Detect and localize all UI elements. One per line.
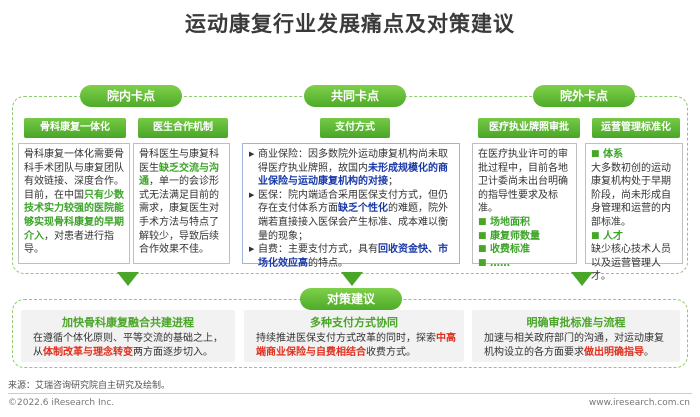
suggestion-approval-box: 明确审批标准与流程 加速与相关政府部门的沟通，对运动康复机构设立的各方面要求做出…: [472, 310, 680, 362]
payment-method-title: 支付方式: [320, 118, 390, 138]
doctor-cooperation-title: 医生合作机制: [138, 118, 228, 138]
down-arrow-icon: [117, 272, 139, 286]
footer-divider: [8, 393, 692, 394]
ops-standard-title: 运营管理标准化: [592, 118, 680, 138]
page-title: 运动康复行业发展痛点及对策建议: [185, 12, 515, 36]
ortho-rehab-title: 骨科康复一体化: [24, 118, 126, 138]
ops-standard-panel: 体系 大多数初创的运动康复机构处于早期阶段，尚未形成自身管理和运营的内部标准。 …: [585, 143, 683, 282]
payment-method-panel: 商业保险：因多数院外运动康复机构尚未取得医疗执业牌照，故国内未形成规模化的商业保…: [242, 143, 460, 269]
copyright: ©2022.6 iResearch Inc.: [8, 398, 115, 408]
source-note: 来源：艾瑞咨询研究院自主研究及绘制。: [8, 381, 171, 391]
approval-item: 康复师数量: [478, 230, 571, 244]
ortho-rehab-panel: 骨科康复一体化需要骨科手术团队与康复团队有效链接、深度合作。目前，在中国只有少数…: [18, 143, 130, 264]
talent-heading: 人才: [591, 230, 677, 244]
down-arrow-icon: [571, 272, 593, 286]
inner-hospital-header: 院内卡点: [80, 85, 182, 107]
license-approval-title: 医疗执业牌照审批: [478, 118, 580, 138]
down-arrow-icon: [341, 272, 363, 286]
approval-item: 收费标准: [478, 243, 571, 257]
website-url: www.iresearch.com.cn: [588, 398, 690, 408]
system-heading: 体系: [591, 148, 677, 162]
suggestion-payment-box: 多种支付方式协同 持续推进医保支付方式改革的同时，探索中高端商业保险与自费相结合…: [244, 310, 464, 362]
outer-hospital-header: 院外卡点: [533, 85, 635, 107]
suggestions-header: 对策建议: [300, 288, 402, 310]
approval-item: ……: [478, 257, 571, 271]
doctor-cooperation-panel: 骨科医生与康复科医生缺乏交流与沟通，单一的会诊形式无法满足目前的需求，康复医生对…: [133, 143, 230, 264]
approval-item: 场地面积: [478, 216, 571, 230]
suggestion-ortho-box: 加快骨科康复融合共建进程 在遵循个体化原则、平等交流的基础之上，从体制改革与理念…: [21, 310, 235, 362]
license-approval-panel: 在医疗执业许可的审批过程中，目前各地卫计委尚未出台明确的指导性要求及标准。 场地…: [472, 143, 577, 270]
common-header: 共同卡点: [304, 85, 406, 107]
